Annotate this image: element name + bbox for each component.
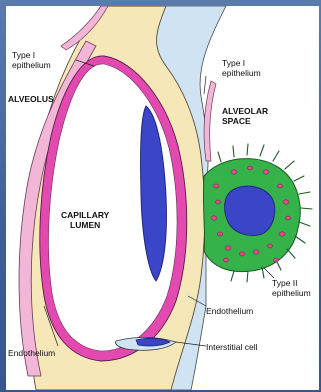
label-type1-epithelium-right: Type I epithelium (222, 58, 261, 78)
label-alveolar-space: ALVEOLAR SPACE (222, 106, 268, 126)
label-endothelium-left: Endothelium (8, 348, 55, 358)
type2-cell (203, 144, 312, 282)
type2-nucleus (225, 186, 275, 235)
label-interstitial-cell: Interstitial cell (206, 342, 258, 352)
label-alveolus: ALVEOLUS (8, 94, 54, 104)
label-capillary-lumen: CAPILLARY LUMEN (61, 210, 109, 230)
alveolar-capillary-diagram (6, 6, 319, 390)
type1-epithelium-right-band (204, 81, 216, 161)
label-type2-epithelium: Type II epithelium (272, 278, 311, 298)
label-type1-epithelium-left: Type I epithelium (12, 50, 51, 70)
diagram-panel: Type I epithelium ALVEOLUS Type I epithe… (6, 6, 319, 390)
label-endothelium-right: Endothelium (206, 306, 253, 316)
